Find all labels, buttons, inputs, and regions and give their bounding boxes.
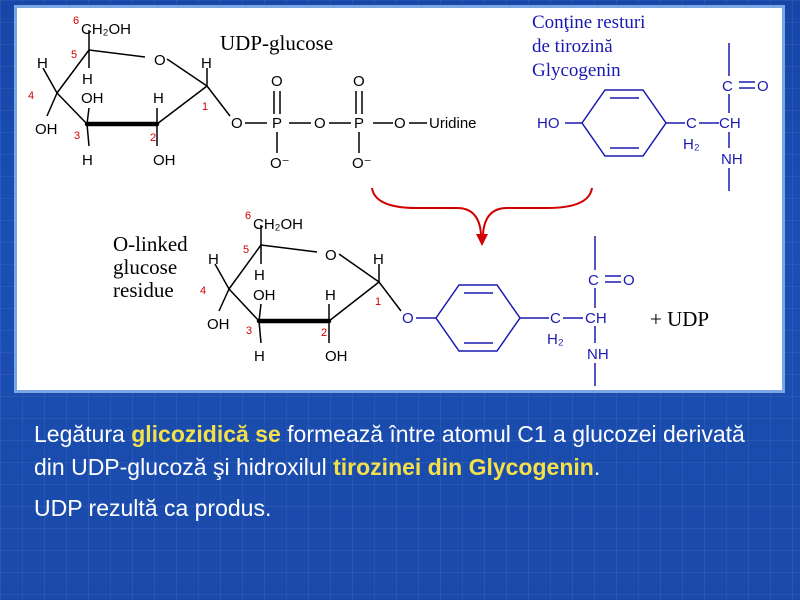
tyrosine-residue-structure: Conţine resturi de tirozină Glycogenin H… (532, 12, 769, 191)
carbonyl-carbon-label: C (722, 78, 733, 95)
oh-label: OH (35, 121, 58, 138)
ring-oxygen-label: O (154, 52, 166, 69)
reaction-arrow (371, 187, 593, 246)
h-label: H (201, 55, 212, 72)
tyrosine-note-line-2: de tirozină (532, 36, 613, 57)
ho-label: HO (537, 115, 560, 132)
ring-number-5: 5 (71, 49, 77, 61)
h-label: H (82, 152, 93, 169)
p1-start: Legătura (34, 421, 132, 447)
h-label: H (254, 267, 265, 284)
h-label: H (254, 348, 265, 365)
carbonyl-oxygen-label: O (757, 78, 769, 95)
olinked-label-line-2: glucose (113, 255, 177, 279)
oh-label: OH (207, 316, 230, 333)
ring-number-3: 3 (246, 325, 252, 337)
h-label: H (153, 90, 164, 107)
reaction-diagram: CH₂OH O H H H OH H OH H OH O P O P O Uri… (28, 12, 769, 386)
nh-label: NH (587, 346, 609, 363)
oh-label: OH (153, 152, 176, 169)
o-linked-glucose-structure: O-linked glucose residue CH₂OH O H H H O… (113, 210, 709, 386)
p1-end: . (593, 454, 601, 480)
oh-label: OH (325, 348, 348, 365)
o-minus-label: O⁻ (352, 155, 372, 172)
plus-udp-label: + UDP (650, 307, 709, 331)
oh-label: OH (253, 287, 276, 304)
olinked-label-line-3: residue (113, 278, 174, 302)
phosphoryl-oxygen-label: O (353, 73, 365, 90)
ring-number-4: 4 (28, 90, 34, 102)
ring-number-3: 3 (74, 130, 80, 142)
o-minus-label: O⁻ (270, 155, 290, 172)
explanation-paragraph-1: Legătura glicozidică se formează între a… (34, 418, 774, 484)
ch-label: CH (585, 310, 607, 327)
udp-glucose-title: UDP-glucose (220, 31, 333, 55)
p1-highlight-tyrosine: tirozinei din Glycogenin (333, 454, 594, 480)
phosphoryl-oxygen-label: O (271, 73, 283, 90)
p1-middle: formează între atomul C1 a glucozei deri… (34, 421, 745, 480)
ring-number-2: 2 (150, 132, 156, 144)
udp-glucose-structure: CH₂OH O H H H OH H OH H OH O P O P O Uri… (28, 15, 477, 172)
ring-number-5: 5 (243, 244, 249, 256)
carbonyl-carbon-label: C (588, 272, 599, 289)
ring-number-1: 1 (375, 296, 381, 308)
h2-label: H₂ (683, 136, 700, 153)
linkage-oxygen-label: O (402, 310, 414, 327)
carbon-label: C (550, 310, 561, 327)
oh-label: OH (81, 90, 104, 107)
h-label: H (325, 287, 336, 304)
carbonyl-oxygen-label: O (623, 272, 635, 289)
explanation-paragraph-2: UDP rezultă ca produs. (34, 495, 272, 521)
glycosidic-oxygen-label: O (231, 115, 243, 132)
ring-number-6: 6 (73, 15, 79, 27)
explanation-text: Legătura glicozidică se formează între a… (34, 418, 774, 525)
h-label: H (37, 55, 48, 72)
bridge-oxygen-label: O (314, 115, 326, 132)
p1-highlight-glycosidic: glicozidică se (131, 421, 281, 447)
phosphorus-label: P (272, 115, 282, 132)
ch2oh-label: CH₂OH (253, 216, 303, 233)
ring-number-2: 2 (321, 327, 327, 339)
ring-number-6: 6 (245, 210, 251, 222)
h-label: H (82, 71, 93, 88)
reaction-diagram-panel: CH₂OH O H H H OH H OH H OH O P O P O Uri… (14, 5, 785, 393)
ring-oxygen-label: O (325, 247, 337, 264)
tyrosine-note-line-1: Conţine resturi (532, 12, 645, 33)
ch2oh-label: CH₂OH (81, 21, 131, 38)
carbon-label: C (686, 115, 697, 132)
oxygen-label: O (394, 115, 406, 132)
ch-label: CH (719, 115, 741, 132)
h-label: H (373, 251, 384, 268)
tyrosine-note-line-3: Glycogenin (532, 60, 621, 81)
ring-number-4: 4 (200, 285, 206, 297)
nh-label: NH (721, 151, 743, 168)
phosphorus-label: P (354, 115, 364, 132)
h2-label: H₂ (547, 331, 564, 348)
h-label: H (208, 251, 219, 268)
ring-number-1: 1 (202, 101, 208, 113)
olinked-label-line-1: O-linked (113, 232, 188, 256)
uridine-label: Uridine (429, 115, 477, 132)
